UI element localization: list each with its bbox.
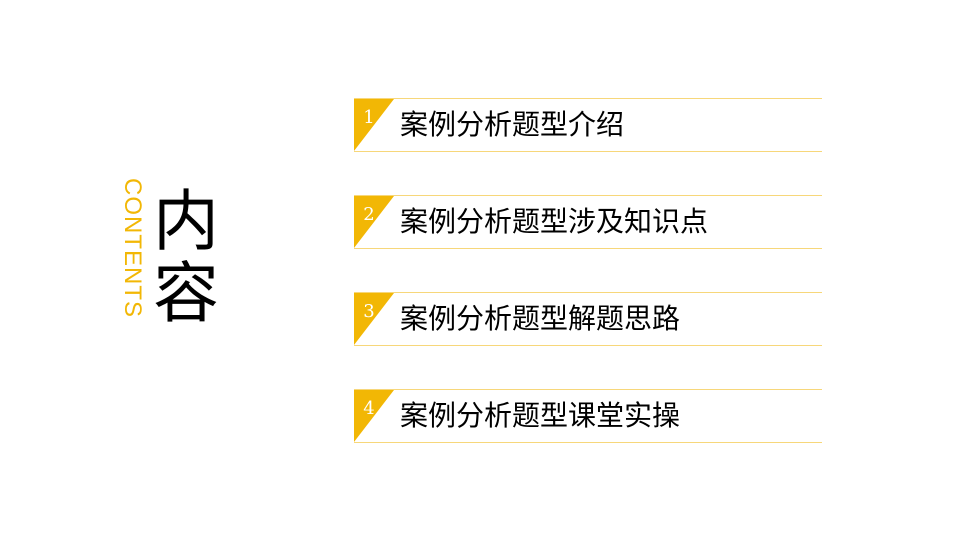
triangle-marker bbox=[354, 390, 394, 442]
item-number: 3 bbox=[363, 301, 375, 322]
contents-english-title: CONTENTS bbox=[119, 178, 146, 318]
item-number: 2 bbox=[363, 204, 375, 225]
triangle-marker bbox=[354, 99, 394, 151]
item-label: 案例分析题型解题思路 bbox=[400, 302, 681, 335]
item-number: 4 bbox=[363, 398, 375, 419]
item-label: 案例分析题型介绍 bbox=[400, 108, 625, 141]
triangle-marker bbox=[354, 293, 394, 345]
item-label: 案例分析题型涉及知识点 bbox=[400, 205, 709, 238]
item-label: 案例分析题型课堂实操 bbox=[400, 399, 681, 432]
contents-item-3[interactable]: 3 案例分析题型解题思路 bbox=[354, 292, 822, 346]
contents-list: 1 案例分析题型介绍 2 案例分析题型涉及知识点 3 案例分析题型解题思路 4 … bbox=[354, 98, 822, 486]
contents-chinese-title: 内容 bbox=[142, 186, 219, 330]
item-number: 1 bbox=[363, 107, 375, 128]
contents-item-4[interactable]: 4 案例分析题型课堂实操 bbox=[354, 389, 822, 443]
triangle-marker bbox=[354, 196, 394, 248]
contents-item-1[interactable]: 1 案例分析题型介绍 bbox=[354, 98, 822, 152]
contents-item-2[interactable]: 2 案例分析题型涉及知识点 bbox=[354, 195, 822, 249]
